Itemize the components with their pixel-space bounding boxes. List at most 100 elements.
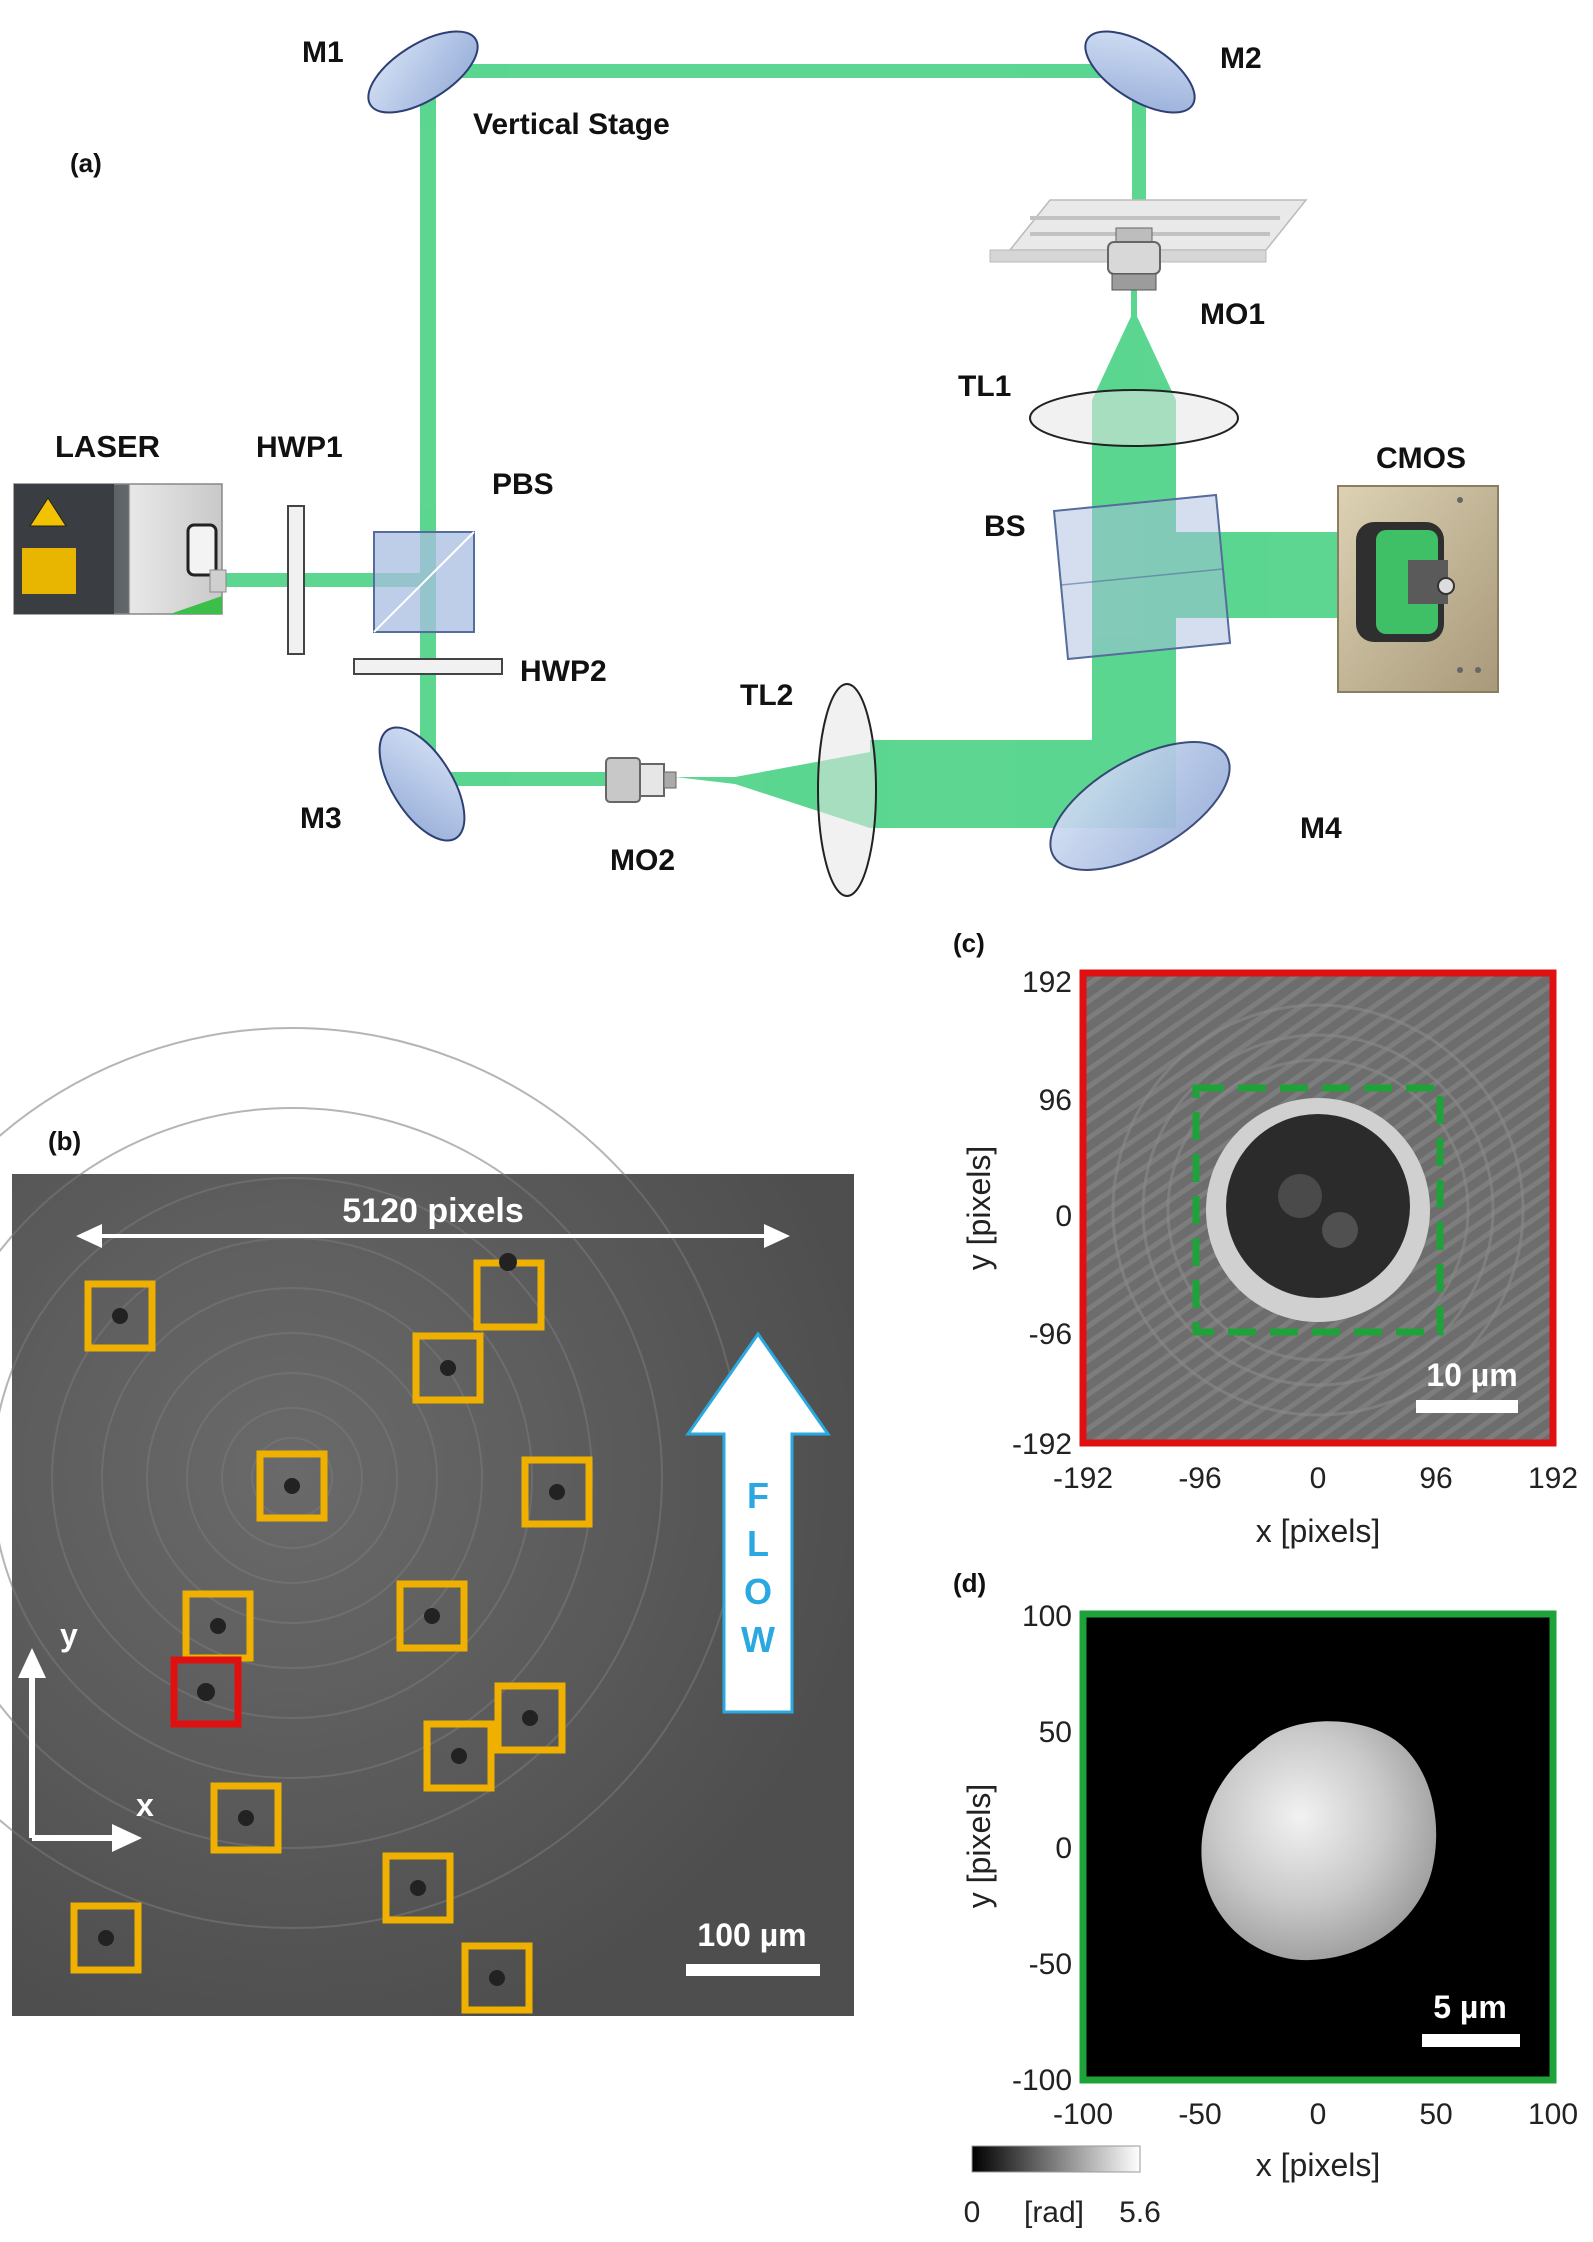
width-label: 5120 pixels [342, 1192, 523, 1230]
flow-arrow [685, 1331, 831, 1714]
d-xtick: 0 [1310, 2098, 1327, 2131]
label-laser: LASER [55, 429, 160, 464]
c-xtick: 0 [1310, 1462, 1327, 1495]
axis-y-label: y [60, 1617, 78, 1653]
c-xtick: -192 [1053, 1462, 1113, 1495]
axes-glyph [29, 1668, 124, 1841]
c-xtick: -96 [1178, 1462, 1221, 1495]
width-arrow [76, 1224, 790, 1248]
d-ytick: 100 [1022, 1600, 1072, 1633]
c-y-ticks: 192 96 0 -96 -192 [1012, 966, 1072, 1461]
colorbar-min: 0 [964, 2196, 981, 2229]
cell-marker [84, 1280, 156, 1352]
phase-frame [1079, 1610, 1557, 2084]
label-vertical-stage: Vertical Stage [473, 108, 670, 141]
beam-converge [1092, 310, 1176, 400]
label-tl1: TL1 [958, 370, 1011, 403]
mirror-m3 [378, 726, 466, 842]
scale-bar-c [1416, 1400, 1518, 1413]
cell-marker [256, 1450, 328, 1522]
mirror-m1 [367, 30, 479, 114]
d-x-axis-label: x [pixels] [1256, 2147, 1380, 2183]
c-ytick: -96 [1029, 1318, 1072, 1351]
label-hwp2: HWP2 [520, 655, 607, 688]
label-mo2: MO2 [610, 844, 675, 877]
label-m2: M2 [1220, 42, 1262, 75]
scale-bar-d-label: 5 µm [1433, 1989, 1507, 2025]
cell-marker [494, 1682, 566, 1754]
beam-mo1-focus [1131, 290, 1137, 316]
c-ytick: 96 [1039, 1084, 1072, 1117]
beam-top [420, 64, 1144, 78]
mirror-m2 [1084, 30, 1196, 114]
d-ytick: 50 [1039, 1716, 1072, 1749]
cell-marker [70, 1902, 142, 1974]
panel-c: (c) 10 µm -192 -96 0 96 192 192 96 0 -96… [953, 928, 1578, 1549]
c-ytick: 0 [1055, 1200, 1072, 1233]
cell-marker [396, 1580, 468, 1652]
tube-lens-2 [817, 683, 877, 897]
objective-mo1 [1107, 227, 1161, 291]
beam-vertical-left [420, 64, 436, 788]
cell-marker [412, 1332, 484, 1404]
beam-splitter [1052, 493, 1232, 661]
cell-marker [210, 1782, 282, 1854]
cell-markers [70, 1253, 593, 2014]
d-y-ticks: 100 50 0 -50 -100 [1012, 1600, 1072, 2097]
tube-lens-1 [1029, 389, 1239, 447]
cell-marker [473, 1253, 545, 1331]
roi-box [1192, 1084, 1444, 1336]
panel-a-label: (a) [70, 148, 102, 178]
c-xtick: 96 [1419, 1462, 1452, 1495]
panel-b: (b) [0, 1027, 854, 2016]
cell-phase-map [1201, 1721, 1437, 1961]
cell-marker [382, 1852, 454, 1924]
cell-marker [423, 1720, 495, 1792]
c-x-ticks: -192 -96 0 96 192 [1053, 1462, 1578, 1495]
scale-bar-d [1422, 2034, 1520, 2047]
label-bs: BS [984, 510, 1026, 543]
polarizing-beam-splitter [373, 531, 475, 633]
colorbar [971, 2145, 1141, 2173]
scale-bar-c-label: 10 µm [1426, 1357, 1517, 1393]
panel-d: (d) 5 µm -100 -50 0 50 100 100 50 0 -50 … [953, 1568, 1578, 2229]
colorbar-max: 5.6 [1119, 2196, 1161, 2229]
label-mo1: MO1 [1200, 298, 1265, 331]
d-xtick: -100 [1053, 2098, 1113, 2131]
cell-marker [461, 1942, 533, 2014]
cell-marker-selected [170, 1656, 242, 1728]
c-ytick: -192 [1012, 1428, 1072, 1461]
label-m1: M1 [302, 36, 344, 69]
panel-b-label: (b) [48, 1126, 81, 1156]
flow-letter-w: W [741, 1619, 775, 1660]
c-x-axis-label: x [pixels] [1256, 1513, 1380, 1549]
label-m4: M4 [1300, 812, 1342, 845]
c-y-axis-label: y [pixels] [961, 1146, 997, 1270]
label-cmos: CMOS [1376, 442, 1466, 475]
d-y-axis-label: y [pixels] [961, 1784, 997, 1908]
d-ytick: -50 [1029, 1948, 1072, 1981]
colorbar-unit: [rad] [1024, 2196, 1084, 2229]
scale-bar-b [686, 1964, 820, 1976]
c-xtick: 192 [1528, 1462, 1578, 1495]
d-x-ticks: -100 -50 0 50 100 [1053, 2098, 1578, 2131]
objective-mo2 [605, 757, 677, 803]
axis-x-label: x [136, 1787, 154, 1823]
cell-marker [521, 1456, 593, 1528]
half-wave-plate-1 [287, 505, 305, 655]
crop-rings [1111, 1003, 1525, 1417]
flow-letter-f: F [747, 1475, 769, 1516]
half-wave-plate-2 [353, 658, 503, 675]
laser-label-sticker [22, 548, 76, 594]
label-hwp1: HWP1 [256, 431, 343, 464]
d-xtick: 100 [1528, 2098, 1578, 2131]
c-ytick: 192 [1022, 966, 1072, 999]
panel-a: (a) [13, 30, 1499, 897]
label-pbs: PBS [492, 468, 554, 501]
scale-bar-b-label: 100 µm [697, 1917, 806, 1953]
d-xtick: 50 [1419, 2098, 1452, 2131]
panel-d-label: (d) [953, 1568, 986, 1598]
label-m3: M3 [300, 802, 342, 835]
crop-frame [1079, 969, 1557, 1447]
